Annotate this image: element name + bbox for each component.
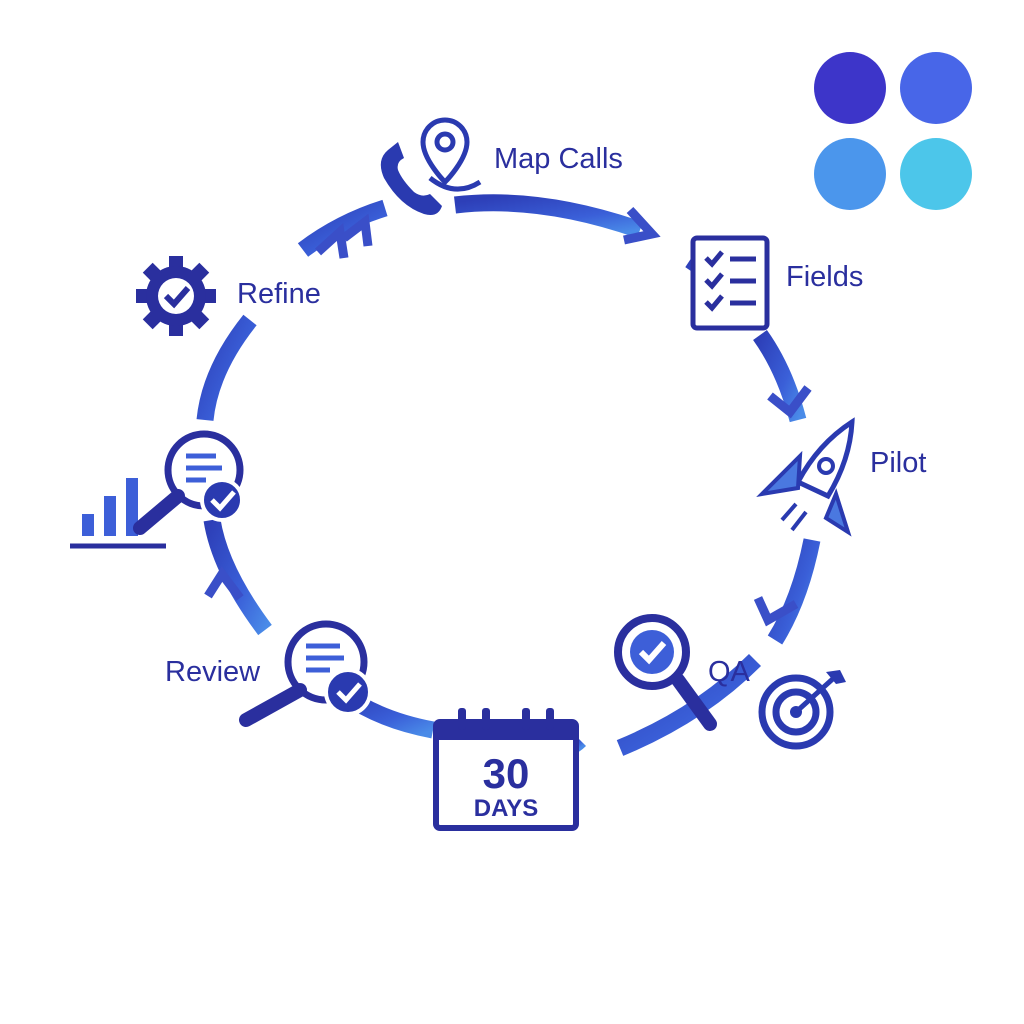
- magnifier-check-icon: [614, 614, 717, 731]
- step-label-refine: Refine: [237, 278, 321, 310]
- bar-chart-magnifier-icon: [70, 430, 244, 549]
- arrow-top-left-2: [341, 213, 373, 247]
- target-icon: [758, 670, 846, 750]
- step-qa: QA: [614, 614, 846, 750]
- step-label-qa: QA: [708, 656, 751, 688]
- calendar-number: 30: [483, 750, 530, 797]
- arrow-left: [204, 566, 244, 601]
- step-review: Review: [165, 620, 372, 727]
- arrow-top-right: [623, 206, 661, 245]
- step-refine: Refine: [136, 256, 321, 336]
- color-swatches: [814, 52, 972, 210]
- cycle-arrows: [204, 206, 812, 627]
- step-fields: Fields: [690, 235, 863, 331]
- swatch-2: [900, 52, 972, 124]
- step-pilot: Pilot: [756, 417, 926, 537]
- arrow-right: [767, 385, 812, 419]
- calendar-icon: 30 DAYS: [433, 708, 579, 831]
- calendar-unit: DAYS: [474, 795, 538, 822]
- document-magnifier-check-icon: [239, 620, 372, 727]
- phone-location-icon: [380, 117, 482, 215]
- arrow-lower-right: [753, 596, 799, 627]
- step-label-map-calls: Map Calls: [494, 143, 623, 175]
- step-map-calls: Map Calls: [380, 117, 623, 215]
- step-label-fields: Fields: [786, 261, 863, 293]
- step-label-review: Review: [165, 656, 261, 688]
- step-label-pilot: Pilot: [870, 447, 926, 479]
- swatch-3: [814, 138, 886, 210]
- checklist-icon: [690, 235, 770, 331]
- swatch-1: [814, 52, 886, 124]
- gear-check-icon: [136, 256, 216, 336]
- rocket-icon: [756, 417, 855, 537]
- swatch-4: [900, 138, 972, 210]
- arrow-top-left: [314, 223, 349, 259]
